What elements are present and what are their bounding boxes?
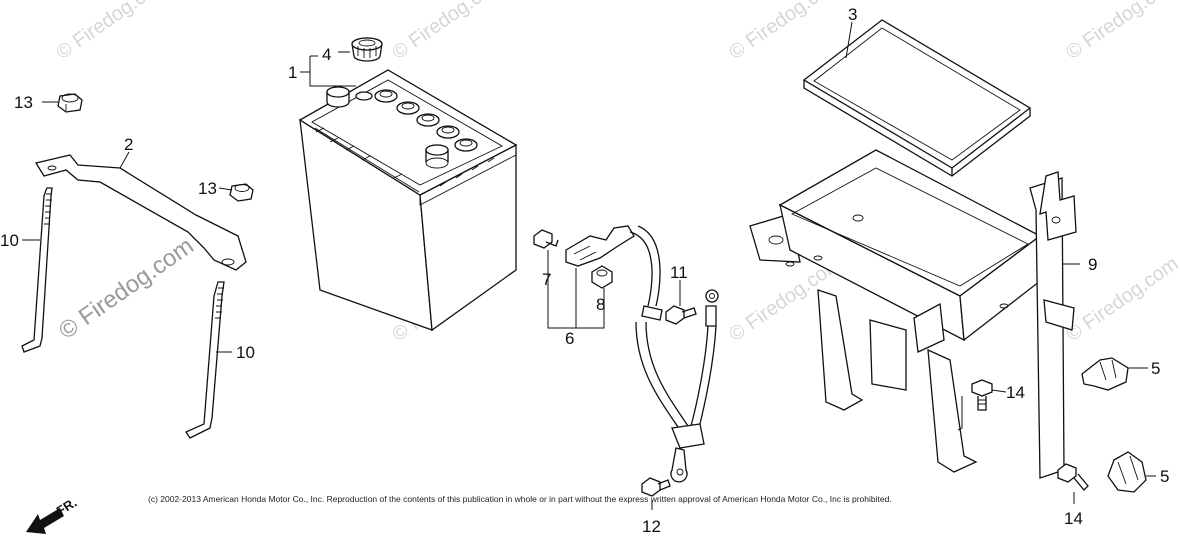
battery-setting-rod-right[interactable]: [185, 281, 225, 439]
callout-10: 10: [0, 231, 19, 250]
watermark: © Firedog.com: [52, 0, 172, 64]
ground-cable[interactable]: [670, 289, 719, 483]
positive-cable-terminal[interactable]: [565, 225, 635, 267]
callout-1: 1: [288, 63, 297, 82]
callout-14: 14: [1006, 383, 1025, 402]
callout-13: 13: [198, 179, 217, 198]
watermark: © Firedog.com: [388, 0, 508, 64]
breather-cap[interactable]: [351, 37, 383, 62]
terminal-nut-8[interactable]: [591, 265, 613, 289]
bolt-12[interactable]: [641, 477, 671, 497]
callout-7: 7: [542, 270, 551, 289]
battery-box[interactable]: [749, 149, 1077, 479]
cable-clamp-upper[interactable]: [1081, 357, 1129, 391]
battery-cell-caps: [355, 89, 478, 152]
callout-11: 11: [670, 263, 688, 282]
battery-cable[interactable]: [629, 225, 689, 431]
battery-holder-bracket[interactable]: [34, 154, 247, 271]
watermark: © Firedog.com: [1062, 0, 1180, 64]
watermark: © Firedog.com: [1062, 253, 1180, 346]
callout-3: 3: [848, 5, 857, 24]
callout-14: 14: [1064, 509, 1083, 528]
leader-lines: [22, 21, 1156, 510]
callout-5: 5: [1151, 359, 1160, 378]
callout-5: 5: [1160, 467, 1169, 486]
callout-2: 2: [124, 135, 133, 154]
bolt-11[interactable]: [665, 305, 697, 325]
cable-clamp-lower[interactable]: [1107, 451, 1147, 493]
callout-numbers: 1 2 3 4 5 5 6 7 8 9 10 10 11 12 13 13 14…: [0, 5, 1169, 536]
battery[interactable]: [298, 69, 518, 332]
copyright-notice: (c) 2002-2013 American Honda Motor Co., …: [148, 494, 892, 504]
callout-12: 12: [642, 517, 661, 536]
watermark-main: © Firedog.com: [54, 232, 199, 345]
watermark: © Firedog.com: [725, 0, 845, 64]
callout-9: 9: [1088, 255, 1097, 274]
callout-13: 13: [14, 93, 33, 112]
terminal-bolt-7[interactable]: [533, 229, 559, 249]
nut-13-lower[interactable]: [229, 183, 254, 202]
callout-10: 10: [236, 343, 255, 362]
bolt-14-upper[interactable]: [971, 379, 993, 411]
nut-13-upper[interactable]: [57, 93, 83, 113]
callout-6: 6: [565, 329, 574, 348]
battery-setting-rod-left[interactable]: [21, 187, 53, 353]
callout-4: 4: [322, 45, 331, 64]
battery-case-cover[interactable]: [802, 19, 1032, 177]
callout-8: 8: [596, 295, 605, 314]
front-arrow-icon: [26, 508, 64, 534]
battery-terminal-negative: [425, 144, 449, 169]
front-direction-indicator: FR.: [26, 495, 79, 534]
bolt-14-lower[interactable]: [1057, 463, 1089, 491]
battery-terminal-positive: [326, 86, 350, 108]
